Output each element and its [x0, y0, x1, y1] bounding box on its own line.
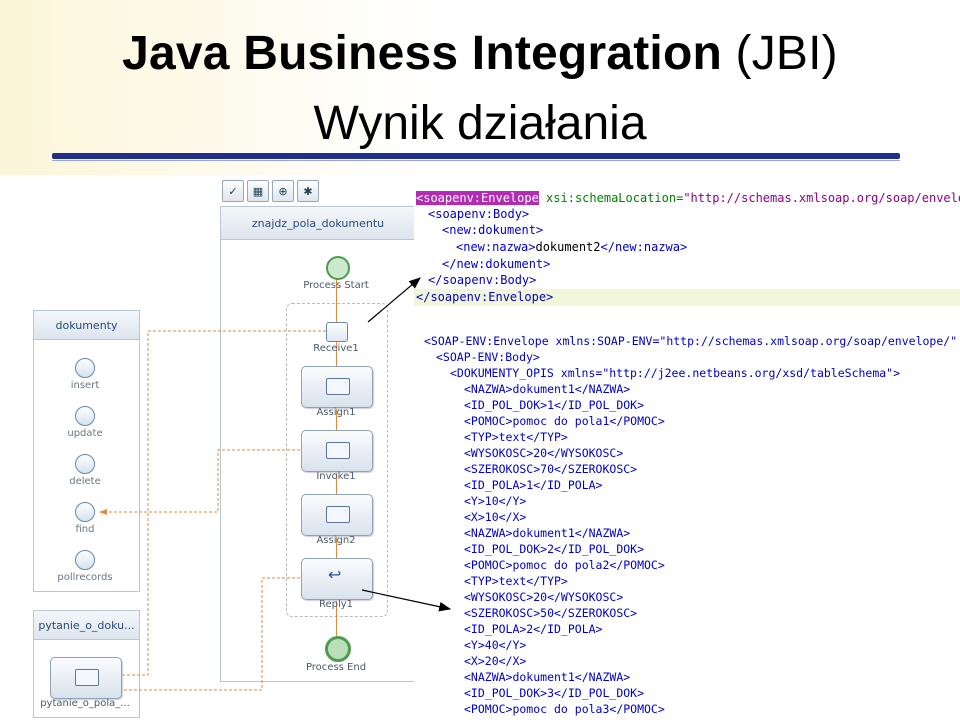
assign-icon — [326, 506, 350, 523]
envelope-icon — [75, 669, 99, 686]
request-body-open: <soapenv:Body> — [428, 207, 530, 221]
response-xml-line: <ID_POL_DOK>2</ID_POL_DOK> — [464, 542, 645, 556]
reply-arrow-icon: ↩ — [328, 565, 342, 584]
invoke1-label: Invoke1 — [316, 471, 356, 482]
zoom-icon[interactable]: ⊕ — [272, 180, 294, 202]
response-xml-line: <TYP>text</TYP> — [464, 430, 568, 444]
assign1-activity[interactable] — [301, 366, 373, 408]
assign-icon — [326, 378, 350, 395]
pytanie-operation[interactable] — [50, 657, 122, 699]
soap-request-text: <soapenv:Envelope xsi:schemaLocation="ht… — [414, 186, 960, 308]
soap-request-panel[interactable] — [414, 186, 960, 308]
request-envelope-close: </soapenv:Envelope> — [416, 290, 554, 304]
receive-envelope-icon[interactable] — [326, 322, 348, 342]
response-xml-line: <NAZWA>dokument1</NAZWA> — [464, 670, 631, 684]
title-underline — [52, 153, 900, 159]
advanced-icon[interactable]: ✱ — [297, 180, 319, 202]
response-xml-line: <TYP>text</TYP> — [464, 574, 568, 588]
op-insert[interactable]: insert — [35, 358, 135, 391]
process-start-icon[interactable] — [326, 256, 350, 280]
title-underline-thin — [52, 160, 900, 161]
response-xml-line: <ID_POLA>2</ID_POLA> — [464, 622, 603, 636]
partner-dokumenty-title: dokumenty — [34, 311, 139, 340]
response-xml-line: <Y>10</Y> — [464, 494, 527, 508]
slide-title-bold: Java Business Integration — [122, 27, 722, 80]
request-nazwa-open: <new:nazwa> — [456, 240, 536, 254]
reply1-activity[interactable]: ↩ — [301, 558, 373, 600]
assign1-label: Assign1 — [316, 407, 356, 418]
request-dokument-open: <new:dokument> — [442, 223, 544, 237]
process-end-icon[interactable] — [325, 636, 351, 662]
response-xml-line: <WYSOKOSC>20</WYSOKOSC> — [464, 590, 624, 604]
designer-toolbar: ✓ ▦ ⊕ ✱ — [222, 178, 322, 204]
response-xml-line: <ID_POLA>1</ID_POLA> — [464, 478, 603, 492]
pytanie-operation-label: pytanie_o_pola_... — [40, 698, 130, 709]
op-find[interactable]: find — [35, 502, 135, 535]
response-xml-line: <POMOC>pomoc do pola3</POMOC> — [464, 702, 665, 716]
envelope-icon — [75, 358, 95, 378]
op-pollrecords[interactable]: pollrecords — [35, 550, 135, 583]
receive-label: Receive1 — [313, 343, 359, 354]
request-nazwa-value: dokument2 — [535, 240, 601, 254]
request-envelope-tag: <soapenv:Envelope — [416, 191, 539, 205]
layout-icon[interactable]: ▦ — [247, 180, 269, 202]
current-line-highlight — [414, 289, 960, 306]
op-update-label: update — [67, 428, 103, 439]
op-delete[interactable]: delete — [35, 454, 135, 487]
envelope-icon — [75, 502, 95, 522]
envelope-icon — [75, 406, 95, 426]
slide-title-background — [0, 0, 960, 180]
envelope-icon — [75, 454, 95, 474]
response-xml-line: <SOAP-ENV:Envelope xmlns:SOAP-ENV="http:… — [424, 334, 960, 348]
response-xml-line: <POMOC>pomoc do pola2</POMOC> — [464, 558, 665, 572]
response-xml-line: <X>20</X> — [464, 654, 527, 668]
response-xml-line: <SZEROKOSC>70</SZEROKOSC> — [464, 462, 638, 476]
response-xml-line: <NAZWA>dokument1</NAZWA> — [464, 526, 631, 540]
response-xml-line: <DOKUMENTY_OPIS xmlns="http://j2ee.netbe… — [450, 366, 901, 380]
response-xml-line: <NAZWA>dokument1</NAZWA> — [464, 382, 631, 396]
envelope-icon — [326, 442, 350, 459]
response-xml-line: <Y>40</Y> — [464, 638, 527, 652]
process-end-label: Process End — [305, 662, 367, 673]
response-xml-line: <SOAP-ENV:Body> — [436, 350, 540, 364]
slide-title: Java Business Integration (JBI) — [0, 26, 960, 81]
request-envelope-value: "http://schemas.xmlsoap.org/soap/envelop… — [683, 191, 960, 205]
assign2-activity[interactable] — [301, 494, 373, 536]
validate-icon[interactable]: ✓ — [222, 180, 244, 202]
process-name: znajdz_pola_dokumentu — [221, 207, 415, 240]
op-delete-label: delete — [69, 476, 101, 487]
slide-subtitle: Wynik działania — [313, 97, 647, 150]
process-start-label: Process Start — [303, 280, 369, 291]
slide-title-paren: (JBI) — [735, 27, 838, 80]
response-xml-line: <SZEROKOSC>50</SZEROKOSC> — [464, 606, 638, 620]
op-find-label: find — [75, 524, 95, 535]
op-insert-label: insert — [70, 380, 100, 391]
response-xml-line: <ID_POL_DOK>3</ID_POL_DOK> — [464, 686, 645, 700]
request-envelope-attr: xsi:schemaLocation= — [538, 191, 684, 205]
request-nazwa-close: </new:nazwa> — [600, 240, 688, 254]
op-update[interactable]: update — [35, 406, 135, 439]
assign2-label: Assign2 — [316, 535, 356, 546]
partner-pytanie-title: pytanie_o_doku... — [34, 611, 139, 640]
response-xml-line: <POMOC>pomoc do pola1</POMOC> — [464, 414, 665, 428]
request-body-close: </soapenv:Body> — [428, 273, 537, 287]
response-xml-line: <WYSOKOSC>20</WYSOKOSC> — [464, 446, 624, 460]
reply1-label: Reply1 — [318, 599, 354, 610]
request-dokument-close: </new:dokument> — [442, 257, 551, 271]
soap-response-panel[interactable]: <SOAP-ENV:Envelope xmlns:SOAP-ENV="http:… — [414, 330, 960, 720]
response-xml-line: <X>10</X> — [464, 510, 527, 524]
envelope-icon — [75, 550, 95, 570]
response-xml-line: <ID_POL_DOK>1</ID_POL_DOK> — [464, 398, 645, 412]
op-pollrecords-label: pollrecords — [57, 572, 113, 583]
invoke1-activity[interactable] — [301, 430, 373, 472]
